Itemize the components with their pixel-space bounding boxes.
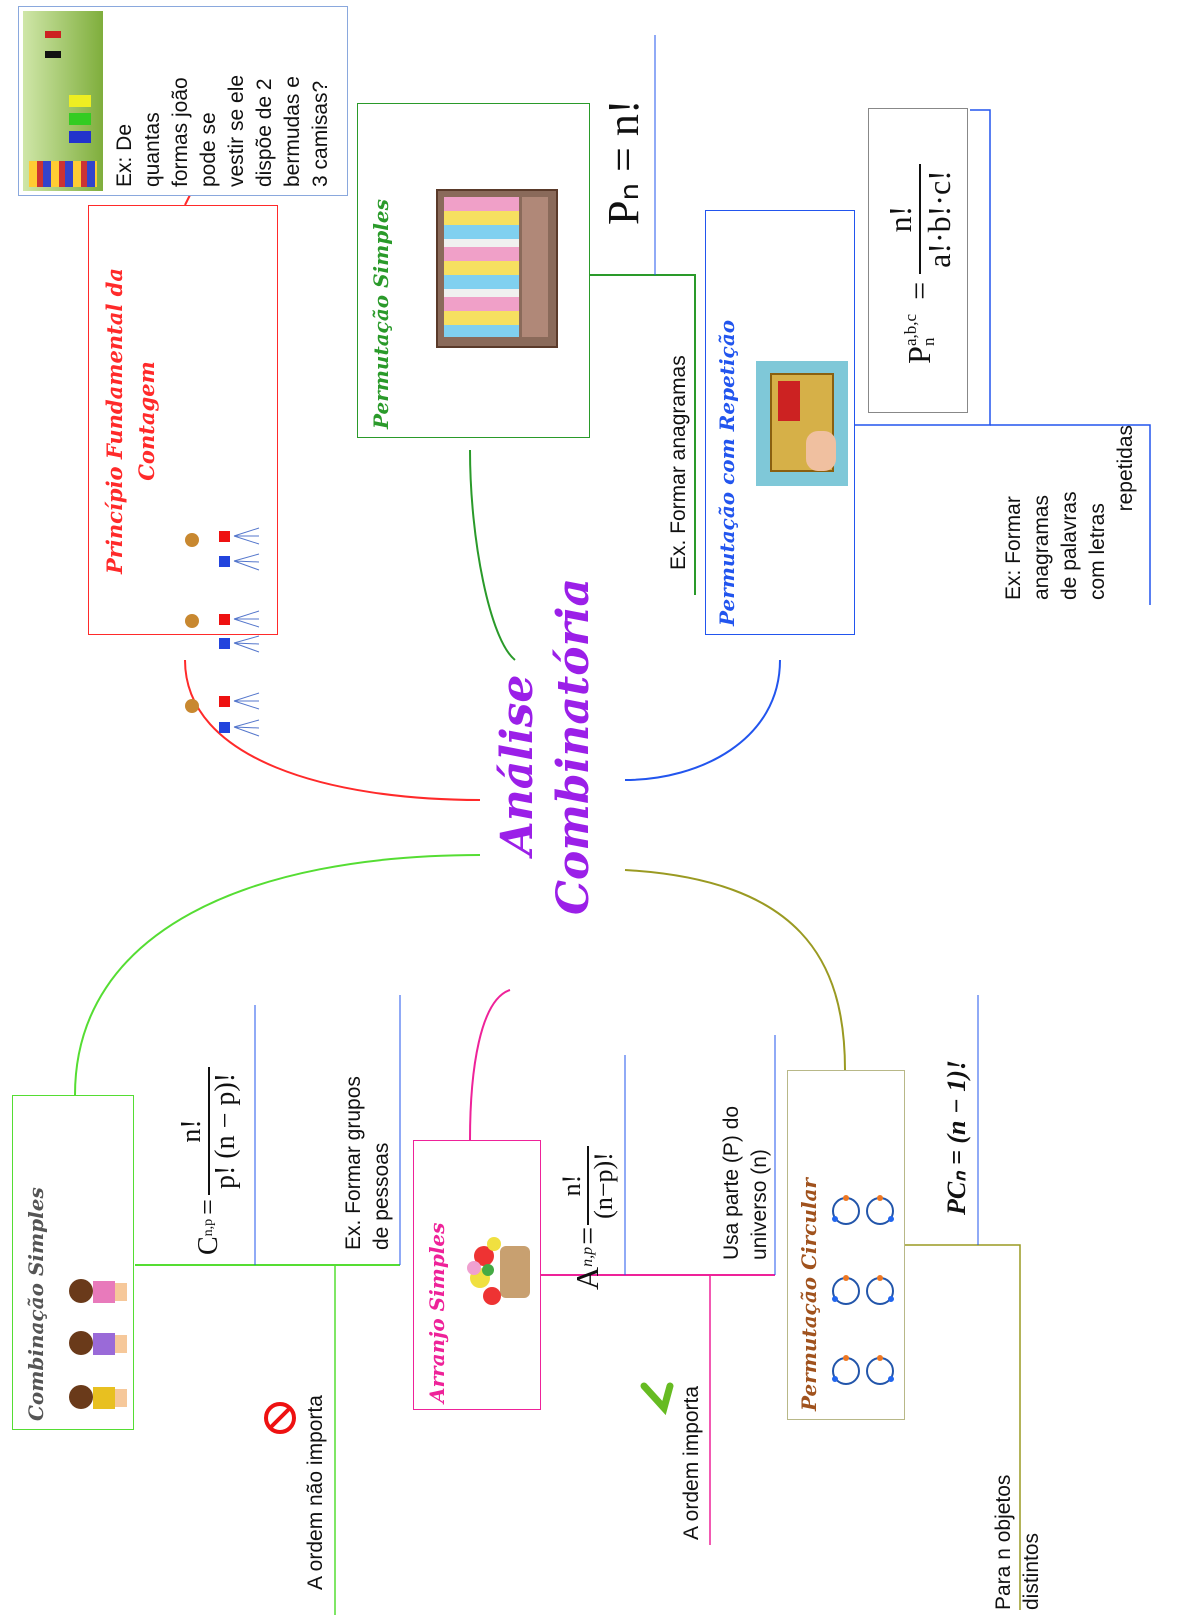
branch-circular	[624, 869, 846, 1071]
perm-simples-formula: Pₙ = n!	[599, 99, 648, 225]
checkmark-icon	[640, 1382, 674, 1416]
combinacao-order-note: A ordem não importa	[304, 1395, 327, 1590]
arranjo-title: Arranjo Simples	[425, 1222, 449, 1403]
arranjo-node: Arranjo Simples	[413, 1140, 541, 1410]
circular-title: Permutação Circular	[797, 1178, 821, 1411]
perm-repeticao-node: Permutação com Repetição	[705, 210, 855, 635]
branch-pfc	[184, 659, 481, 801]
perm-simples-title: Permutação Simples	[369, 199, 393, 429]
clothes-image	[23, 11, 103, 191]
combinacao-title: Combinação Simples	[24, 1187, 48, 1421]
circular-note: Para n objetos distintos	[992, 1474, 1043, 1610]
wardrobe-image	[436, 189, 558, 348]
branch-perm-simples	[469, 449, 516, 661]
circular-node: Permutação Circular	[787, 1070, 905, 1420]
perm-repeticao-title: Permutação com Repetição	[715, 319, 739, 626]
circular-arrangement-icon	[832, 1195, 894, 1385]
people-icon	[69, 1279, 127, 1409]
branch-arranjo	[469, 989, 511, 1141]
arranjo-order-note: A ordem importa	[680, 1385, 703, 1540]
prohibited-icon	[264, 1402, 296, 1434]
tree-diagram-icon	[185, 527, 260, 737]
center-title: Análise Combinatória	[492, 578, 599, 915]
pfc-node: Princípio Fundamental da Contagem	[88, 205, 278, 737]
perm-simples-node: Permutação Simples	[357, 103, 590, 438]
circular-formula: PCₙ = (n − 1)!	[942, 1059, 971, 1215]
combinacao-node: Combinação Simples	[12, 1095, 134, 1430]
perm-simples-example: Ex. Formar anagramas	[667, 355, 690, 570]
cabinet-image	[756, 361, 848, 486]
pfc-title: Princípio Fundamental da Contagem	[102, 268, 159, 574]
branch-combinacao	[74, 854, 481, 1096]
branch-perm-repeticao	[624, 659, 781, 781]
flower-basket-icon	[467, 1237, 530, 1305]
